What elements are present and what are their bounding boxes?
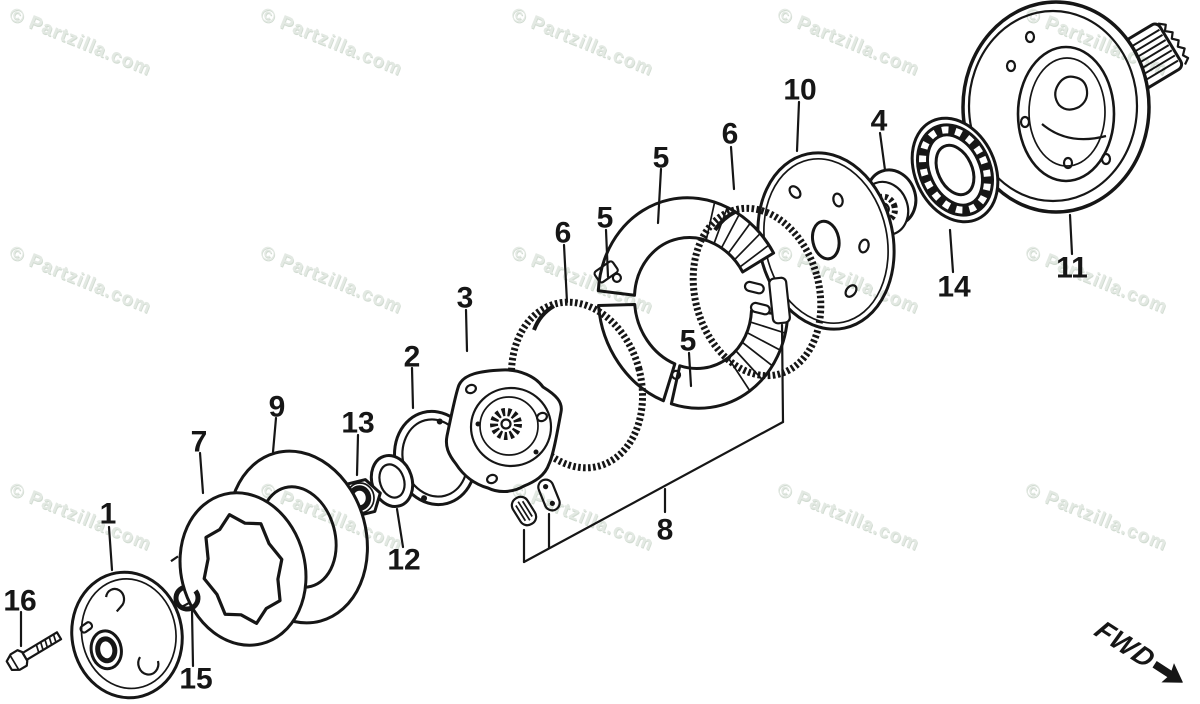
callout-1: 1 bbox=[100, 498, 117, 531]
callout-15: 15 bbox=[179, 663, 212, 696]
part-rollers bbox=[510, 478, 561, 527]
callout-6a: 6 bbox=[555, 217, 572, 250]
part-drive-plate bbox=[756, 151, 896, 331]
part-castellated-plate bbox=[170, 491, 308, 647]
callout-5c: 5 bbox=[680, 325, 697, 358]
callout-10: 10 bbox=[783, 74, 816, 107]
callout-14: 14 bbox=[937, 271, 971, 304]
callout-4: 4 bbox=[871, 105, 888, 138]
part-outer-cover bbox=[70, 570, 184, 700]
callout-5a: 5 bbox=[653, 142, 670, 175]
callout-5b: 5 bbox=[597, 202, 614, 235]
part-pump-cover bbox=[444, 368, 563, 493]
callout-3: 3 bbox=[457, 282, 474, 315]
part-bolt bbox=[5, 631, 63, 672]
callout-13: 13 bbox=[341, 407, 374, 440]
callout-16: 16 bbox=[3, 585, 36, 618]
leader-lines bbox=[19, 100, 1074, 668]
callout-7: 7 bbox=[191, 426, 208, 459]
part-spring-right bbox=[689, 204, 825, 380]
callout-6b: 6 bbox=[722, 118, 739, 151]
part-snap-ring bbox=[173, 584, 201, 612]
part-spring-left bbox=[507, 298, 647, 472]
callout-11: 11 bbox=[1056, 252, 1088, 285]
callout-2: 2 bbox=[404, 341, 421, 374]
callout-labels: 1 2 3 4 5 5 5 6 6 7 8 9 10 11 12 13 14 1… bbox=[3, 74, 1088, 696]
callout-9: 9 bbox=[269, 391, 286, 424]
callout-8: 8 bbox=[657, 514, 674, 547]
callout-12: 12 bbox=[387, 544, 420, 577]
part-flywheel bbox=[961, 0, 1190, 214]
part-pivot-bracket bbox=[743, 276, 791, 325]
part-bearing bbox=[910, 116, 1000, 224]
